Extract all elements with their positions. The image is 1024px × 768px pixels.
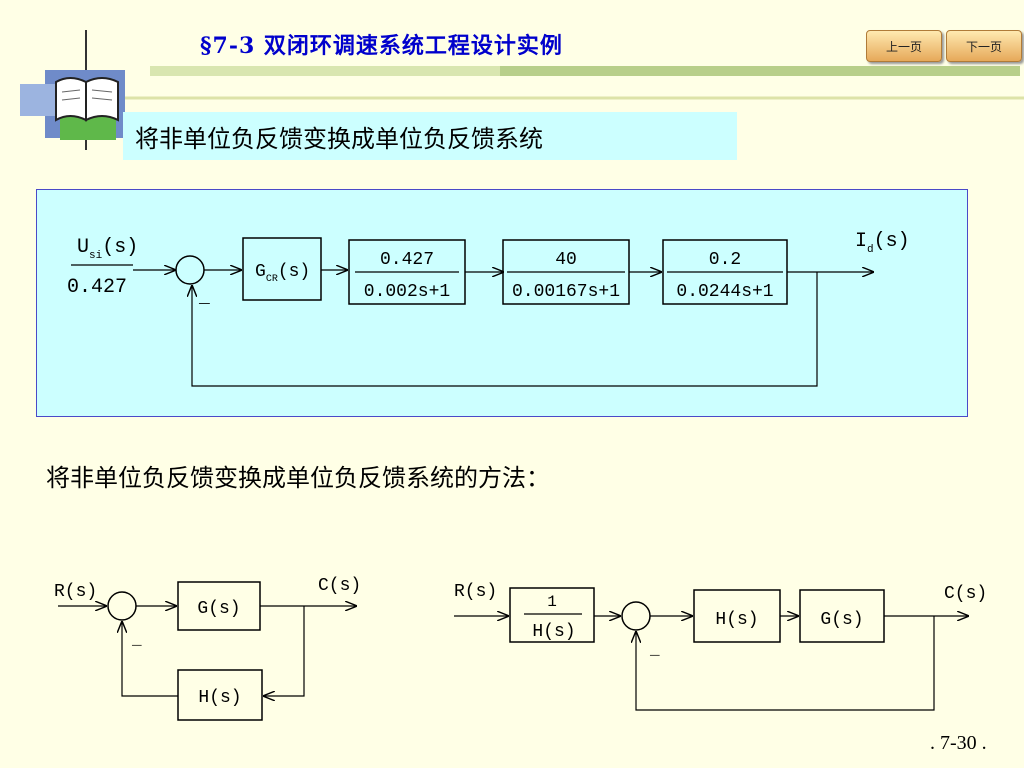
left-summing-junction — [107, 591, 137, 621]
minus-sign: _ — [198, 288, 210, 308]
next-page-button[interactable]: 下一页 — [946, 30, 1022, 62]
input-den: 0.427 — [67, 276, 127, 299]
right-h-label: H(s) — [715, 610, 758, 630]
right-pre-num: 1 — [547, 593, 557, 611]
left-feedback-out — [122, 622, 178, 697]
right-feedback-path — [636, 616, 935, 711]
right-input-label: R(s) — [454, 582, 497, 602]
right-g-label: G(s) — [820, 610, 863, 630]
left-input-label: R(s) — [54, 582, 97, 602]
section-subtitle: 将非单位负反馈变换成单位负反馈系统 — [123, 112, 737, 160]
left-h-label: H(s) — [198, 688, 241, 708]
left-output-label: C(s) — [318, 576, 361, 596]
right-minus: _ — [649, 641, 660, 659]
right-summing-junction — [621, 601, 651, 631]
block-3-num: 40 — [555, 250, 577, 270]
output-label: Id(s) — [855, 230, 910, 256]
right-block-diagram: R(s) 1 H(s) _ H(s) G(s) C(s) — [454, 582, 987, 711]
summing-junction — [175, 255, 205, 285]
subtitle-text: 将非单位负反馈变换成单位负反馈系统 — [135, 124, 543, 153]
left-h-block — [177, 669, 263, 721]
input-num: Usi(s) — [77, 236, 138, 262]
page-number: . 7-30 . — [930, 732, 987, 754]
block-3-den: 0.00167s+1 — [512, 282, 620, 302]
left-feedback-in — [264, 606, 305, 696]
left-minus: _ — [131, 631, 142, 649]
prev-page-button[interactable]: 上一页 — [866, 30, 942, 62]
method-heading: 将非单位负反馈变换成单位负反馈系统的方法： — [46, 464, 550, 492]
right-pre-den: H(s) — [532, 622, 575, 642]
page-title: §7-3 双闭环调速系统工程设计实例 — [200, 33, 563, 59]
top-block-diagram: Usi(s) 0.427 _ GCR(s) 0.427 0.002s+1 40 … — [67, 230, 910, 387]
right-inverse-h-block — [509, 587, 595, 643]
right-output-label: C(s) — [944, 584, 987, 604]
block-gcr — [242, 237, 322, 301]
left-block-diagram: R(s) _ G(s) C(s) H(s) — [54, 576, 361, 721]
diagram-panel: Usi(s) 0.427 _ GCR(s) 0.427 0.002s+1 40 … — [36, 189, 968, 417]
block-2-den: 0.002s+1 — [364, 282, 450, 302]
book-icon — [55, 77, 119, 122]
block-gcr-label: GCR(s) — [255, 262, 310, 285]
block-4-den: 0.0244s+1 — [676, 282, 773, 302]
left-g-label: G(s) — [197, 599, 240, 619]
feedback-path — [192, 272, 818, 387]
block-2-num: 0.427 — [380, 250, 434, 270]
block-4-num: 0.2 — [709, 250, 741, 270]
